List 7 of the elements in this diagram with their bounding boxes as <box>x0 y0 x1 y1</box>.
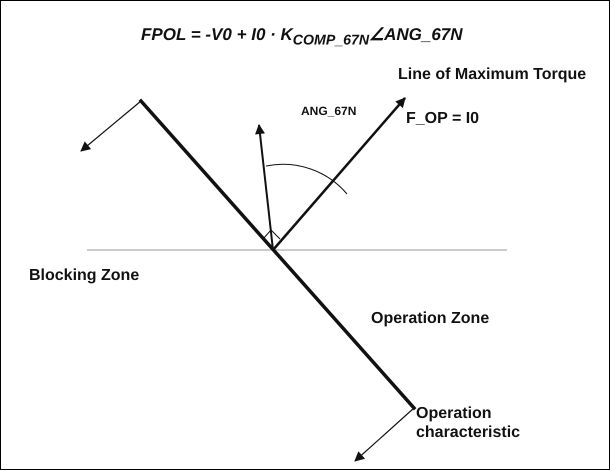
angle-label: ANG_67N <box>301 103 356 120</box>
zone-label: Operation Zone <box>371 309 490 328</box>
zone-label: Blocking Zone <box>29 266 140 285</box>
formula-title: FPOL = -V0 + I0 · K$_{COMP_67N}$∠ANG_67N <box>141 25 463 50</box>
characteristic-label: Operation characteristic <box>416 404 522 442</box>
axis-label: Line of Maximum Torque <box>398 65 586 84</box>
current-label: F_OP = I0 <box>406 109 480 128</box>
